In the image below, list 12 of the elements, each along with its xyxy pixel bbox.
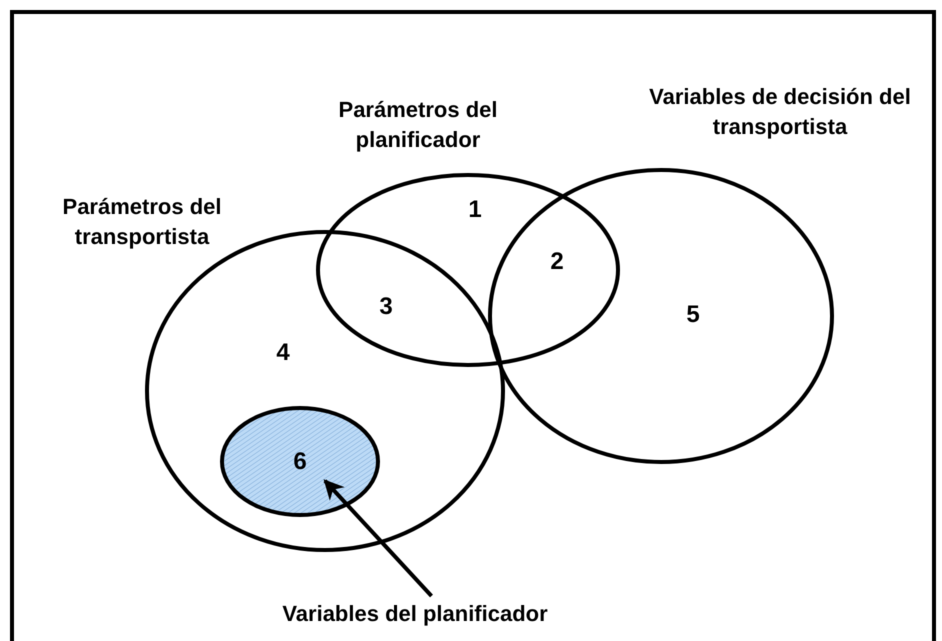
callout-text: Variables del planificador xyxy=(250,598,580,630)
region-number: 3 xyxy=(379,293,393,321)
shaded-ellipse xyxy=(222,408,378,515)
arrow xyxy=(323,479,433,598)
region-number: 1 xyxy=(468,196,482,224)
set-heading: Parámetros del transportista xyxy=(62,193,222,251)
region-number: 2 xyxy=(550,248,564,276)
set-heading: Variables de decisión del transportista xyxy=(648,83,912,141)
set-heading: Parámetros del planificador xyxy=(338,96,498,154)
region-number: 4 xyxy=(276,339,290,367)
region-number: 5 xyxy=(686,301,700,329)
region-number: 6 xyxy=(293,448,307,476)
